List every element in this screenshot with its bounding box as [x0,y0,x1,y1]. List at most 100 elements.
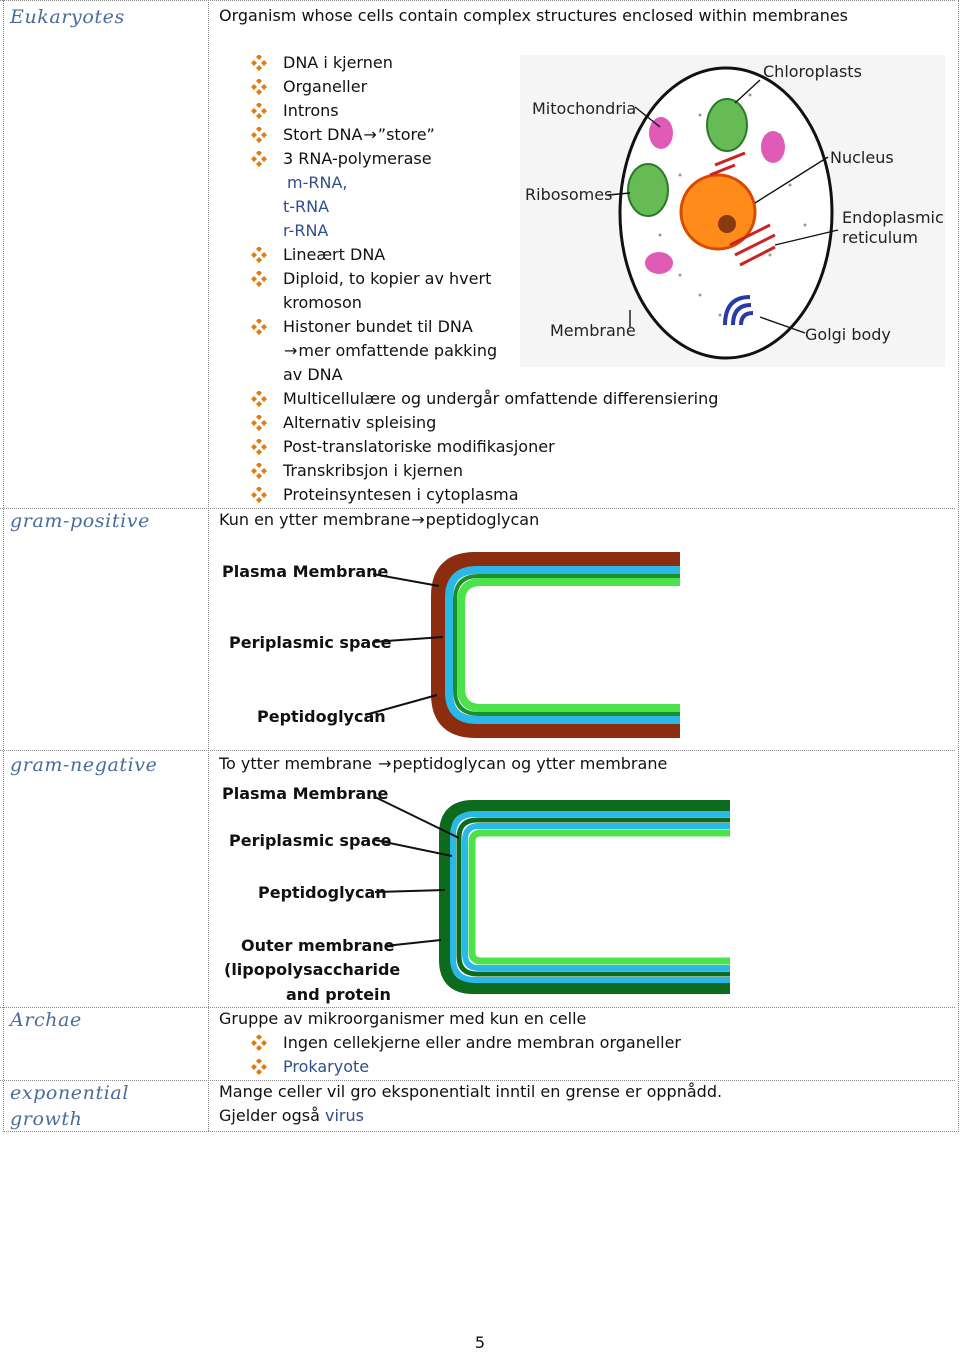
label-chloroplasts: Chloroplasts [763,62,862,81]
label-mitochondria: Mitochondria [532,99,636,118]
archae-bullet-item: Prokaryote [283,1057,370,1076]
bullet-diamond-icon [251,391,267,407]
rna-type-r: r-RNA [283,221,329,240]
term-exponential-line2: growth [10,1108,83,1130]
eukaryote-bullet-item: Diploid, to kopier av hvert [283,269,492,288]
eukaryote-bullet-item: Stort DNA →”store” [283,123,435,147]
cell-label-leaders [607,79,839,334]
row-divider [0,508,955,509]
bullet-diamond-icon [251,55,267,71]
label-endoplasmic: Endoplasmic [842,208,944,227]
eukaryote-bullet-item: 3 RNA-polymerase [283,149,432,168]
label-peptidoglycan: Peptidoglycan [257,707,386,726]
label-reticulum: reticulum [842,228,918,247]
eukaryotes-definition: Organism whose cells contain complex str… [219,6,849,25]
diploid-continuation: kromoson [283,293,362,312]
exponential-line-1: Mange celler vil gro eksponentialt innti… [219,1082,723,1101]
peptidoglycan-layer [456,817,730,977]
gram-negative-definition: To ytter membrane →peptidoglycan og ytte… [219,752,667,776]
column-divider [208,0,209,1131]
eukaryote-bullet-item: Organeller [283,77,368,96]
plasma-membrane-inner [457,578,680,712]
gram-positive-diagram: Plasma Membrane Periplasmic space Peptid… [222,552,680,738]
label-plasma-membrane: Plasma Membrane [222,784,389,803]
archae-bullet-item: Ingen cellekjerne eller andre membran or… [283,1033,682,1052]
eukaryote-bullet-item: Histoner bundet til DNA [283,317,473,336]
rna-type-m: m-RNA, [287,173,348,192]
page-number: 5 [474,1333,486,1352]
label-and-protein: and protein [286,985,391,1004]
right-arrow-icon: → [411,510,425,529]
label-golgi: Golgi body [805,325,891,344]
label-peptidoglycan: Peptidoglycan [258,883,387,902]
chloroplast-shape [706,98,748,152]
row-divider [0,1007,955,1008]
label-periplasmic-space: Periplasmic space [229,831,392,850]
histoner-continuation-1: →mer omfattende pakking [283,339,497,363]
term-archae: Archae [10,1009,82,1031]
term-gram-positive: gram-positive [10,510,150,532]
label-nucleus: Nucleus [830,148,894,167]
term-gram-negative: gram-negative [10,754,158,776]
outer-membrane-layer [439,800,730,994]
bullet-diamond-icon [251,271,267,287]
eukaryote-bullet-item: Post-translatoriske modifikasjoner [283,437,555,456]
exponential-line-2: Gjelder også virus [219,1106,364,1125]
periplasmic-space-layer [445,566,680,724]
periplasmic-layer [450,811,730,983]
bullet-diamond-icon [251,319,267,335]
bullet-diamond-icon [251,1035,267,1051]
eukaryote-bullet-item: Transkribsjon i kjernen [283,461,464,480]
label-periplasmic-space: Periplasmic space [229,633,392,652]
label-ribosomes: Ribosomes [525,185,612,204]
virus-link[interactable]: virus [324,1106,364,1125]
eukaryote-bullet-item: Multicellulære og undergår omfattende di… [283,389,719,408]
mitochondrion-shape [761,131,785,163]
bullet-diamond-icon [251,79,267,95]
bullet-diamond-icon [251,103,267,119]
rna-type-t: t-RNA [283,197,330,216]
eukaryote-bullet-item: DNA i kjernen [283,53,393,72]
label-outer-membrane: Outer membrane [241,936,395,955]
gram-positive-definition: Kun en ytter membrane→peptidoglycan [219,508,539,532]
term-exponential-line1: exponential [10,1082,129,1104]
nucleus-shape [679,173,757,251]
archae-definition: Gruppe av mikroorganismer med kun en cel… [219,1009,587,1028]
eukaryote-bullet-item: Introns [283,101,339,120]
bullet-diamond-icon [251,463,267,479]
label-lipopolysaccharide: (lipopolysaccharide [224,960,400,979]
row-divider [0,750,955,751]
eukaryote-bullet-item: Lineært DNA [283,245,386,264]
label-leaders [364,573,444,716]
chloroplast-shape [627,163,669,217]
label-plasma-membrane: Plasma Membrane [222,562,389,581]
endoplasmic-reticulum-shape [709,151,776,267]
label-membrane: Membrane [550,321,636,340]
mitochondrion-shape [649,117,673,149]
plasma-membrane-outer [453,574,680,716]
nucleolus-shape [718,215,736,233]
bullet-diamond-icon [251,415,267,431]
table-frame [3,0,959,1132]
eukaryote-bullet-item: Proteinsyntesen i cytoplasma [283,485,519,504]
bullet-diamond-icon [251,151,267,167]
bullet-diamond-icon [251,1059,267,1075]
bullet-diamond-icon [251,127,267,143]
table-top-border [0,0,955,1]
right-arrow-icon: → [363,125,377,144]
bullet-diamond-icon [251,487,267,503]
right-arrow-icon: → [284,341,298,360]
eukaryote-bullet-item: Alternativ spleising [283,413,437,432]
mitochondrion-shape [645,252,673,274]
term-eukaryotes: Eukaryotes [10,6,125,28]
eukaryote-cell-diagram: Chloroplasts Mitochondria Nucleus Riboso… [520,55,945,367]
histoner-continuation-2: av DNA [283,365,343,384]
label-leaders [374,796,460,947]
bullet-diamond-icon [251,247,267,263]
row-divider [0,1080,955,1081]
gram-negative-diagram: Plasma Membrane Periplasmic space Peptid… [222,784,730,1004]
periplasmic-space-layer [462,823,730,971]
peptidoglycan-layer [431,552,680,738]
right-arrow-icon: → [378,754,392,773]
bullet-diamond-icon [251,439,267,455]
